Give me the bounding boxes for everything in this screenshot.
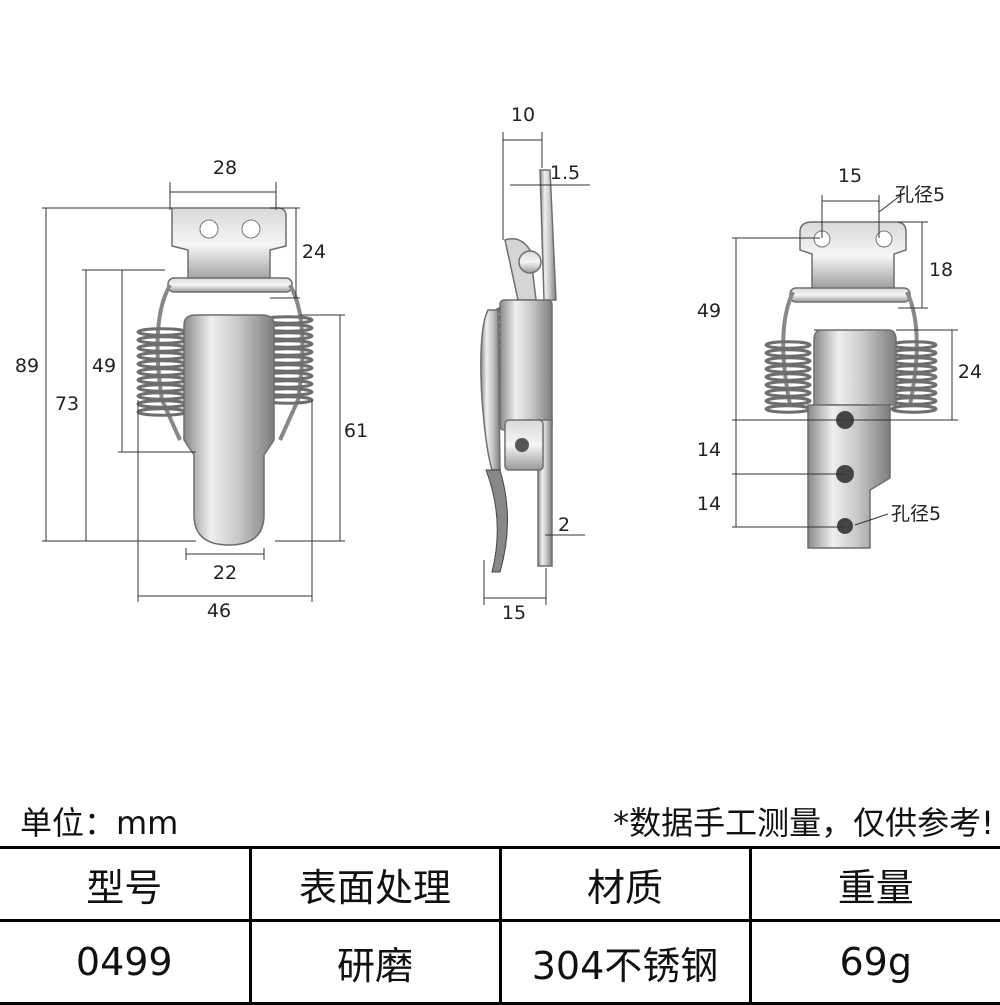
spring-coil [764,364,812,374]
spring-coil [890,348,938,358]
header-model: 型号 [0,846,252,922]
dim-catch-spring-height: 24 [958,361,982,383]
front-top-hole-left [199,219,219,239]
dim-catch-pitch-2: 14 [697,493,721,515]
dim-catch-plate-height: 18 [929,259,953,281]
dim-side-thickness-bottom: 2 [558,514,570,536]
catch-top-hole-right [875,230,893,248]
dim-catch-hole-dia-top: 孔径5 [895,184,945,206]
spring-coil [764,356,812,366]
product-drawing: 28 24 89 73 49 61 22 46 10 1.5 2 15 [15,104,982,624]
header-weight: 重量 [748,846,1000,922]
catch-top-plate [799,221,907,291]
spring-coil [764,396,812,406]
header-surface-treatment: 表面处理 [248,846,502,922]
spring-coil [136,359,188,369]
spring-coil [890,356,938,366]
spring-coil [764,348,812,358]
dim-front-height-73: 73 [55,393,79,415]
spring-coil [764,388,812,398]
spring-coil [136,335,188,345]
dim-catch-pitch-1: 14 [697,439,721,461]
dim-front-plate-height: 24 [302,241,326,263]
side-tail [485,469,508,573]
catch-body [813,329,897,406]
front-lever [183,314,275,546]
front-view: 28 24 89 73 49 61 22 46 [15,157,368,622]
spec-value-row: 0499 研磨 304不锈钢 69g [0,919,1000,1005]
spring-coil [890,340,938,350]
front-top-plate [171,207,287,283]
spring-coil [764,380,812,390]
catch-hole-3 [837,518,853,534]
dim-catch-hole-dia-bottom: 孔径5 [891,503,941,525]
side-hinge-pin [518,250,542,274]
dim-catch-hole-spacing: 15 [838,165,862,187]
spring-coil [890,396,938,406]
dim-front-overall-height: 89 [15,355,39,377]
spec-table: 型号 表面处理 材质 重量 0499 研磨 304不锈钢 69g [0,846,1000,1005]
spring-coil [890,404,938,414]
dim-side-depth: 10 [511,104,535,126]
dim-front-bottom-width: 22 [213,562,237,584]
unit-label: 单位：mm [20,804,179,842]
side-lever [480,309,501,471]
side-lower-pin [515,438,529,452]
side-view: 10 1.5 2 15 [480,104,590,624]
spring-coil [764,404,812,414]
front-spring-left [136,327,188,417]
spring-coil [764,340,812,350]
value-material: 304不锈钢 [498,919,752,1005]
dim-front-height-49: 49 [92,355,116,377]
catch-hinge-pin [789,287,911,303]
dim-front-top-width: 28 [213,157,237,179]
front-top-hole-right [241,219,261,239]
spring-coil [136,375,188,385]
dim-catch-height-49: 49 [697,300,721,322]
measurement-note: *数据手工测量，仅供参考! [613,804,994,842]
value-model: 0499 [0,919,252,1005]
dim-side-base-width: 15 [502,602,526,624]
spring-coil [136,407,188,417]
spring-coil [764,372,812,382]
dim-side-thickness: 1.5 [550,162,580,184]
dim-front-overall-width: 46 [207,600,231,622]
spring-coil [136,351,188,361]
unit-row: 单位：mm *数据手工测量，仅供参考! [0,798,1000,844]
spring-coil [136,343,188,353]
value-surface-treatment: 研磨 [248,919,502,1005]
front-hinge-pin [167,277,293,293]
spring-coil [136,367,188,377]
catch-spring-left [764,340,812,414]
header-material: 材质 [498,846,752,922]
spring-coil [136,327,188,337]
dim-front-lower-height: 61 [344,420,368,442]
value-weight: 69g [748,919,1000,1005]
catch-view: 15 孔径5 18 49 24 14 14 孔径5 [697,165,982,549]
side-body [499,299,553,431]
spec-header-row: 型号 表面处理 材质 重量 [0,846,1000,922]
side-top-tab [539,169,557,301]
